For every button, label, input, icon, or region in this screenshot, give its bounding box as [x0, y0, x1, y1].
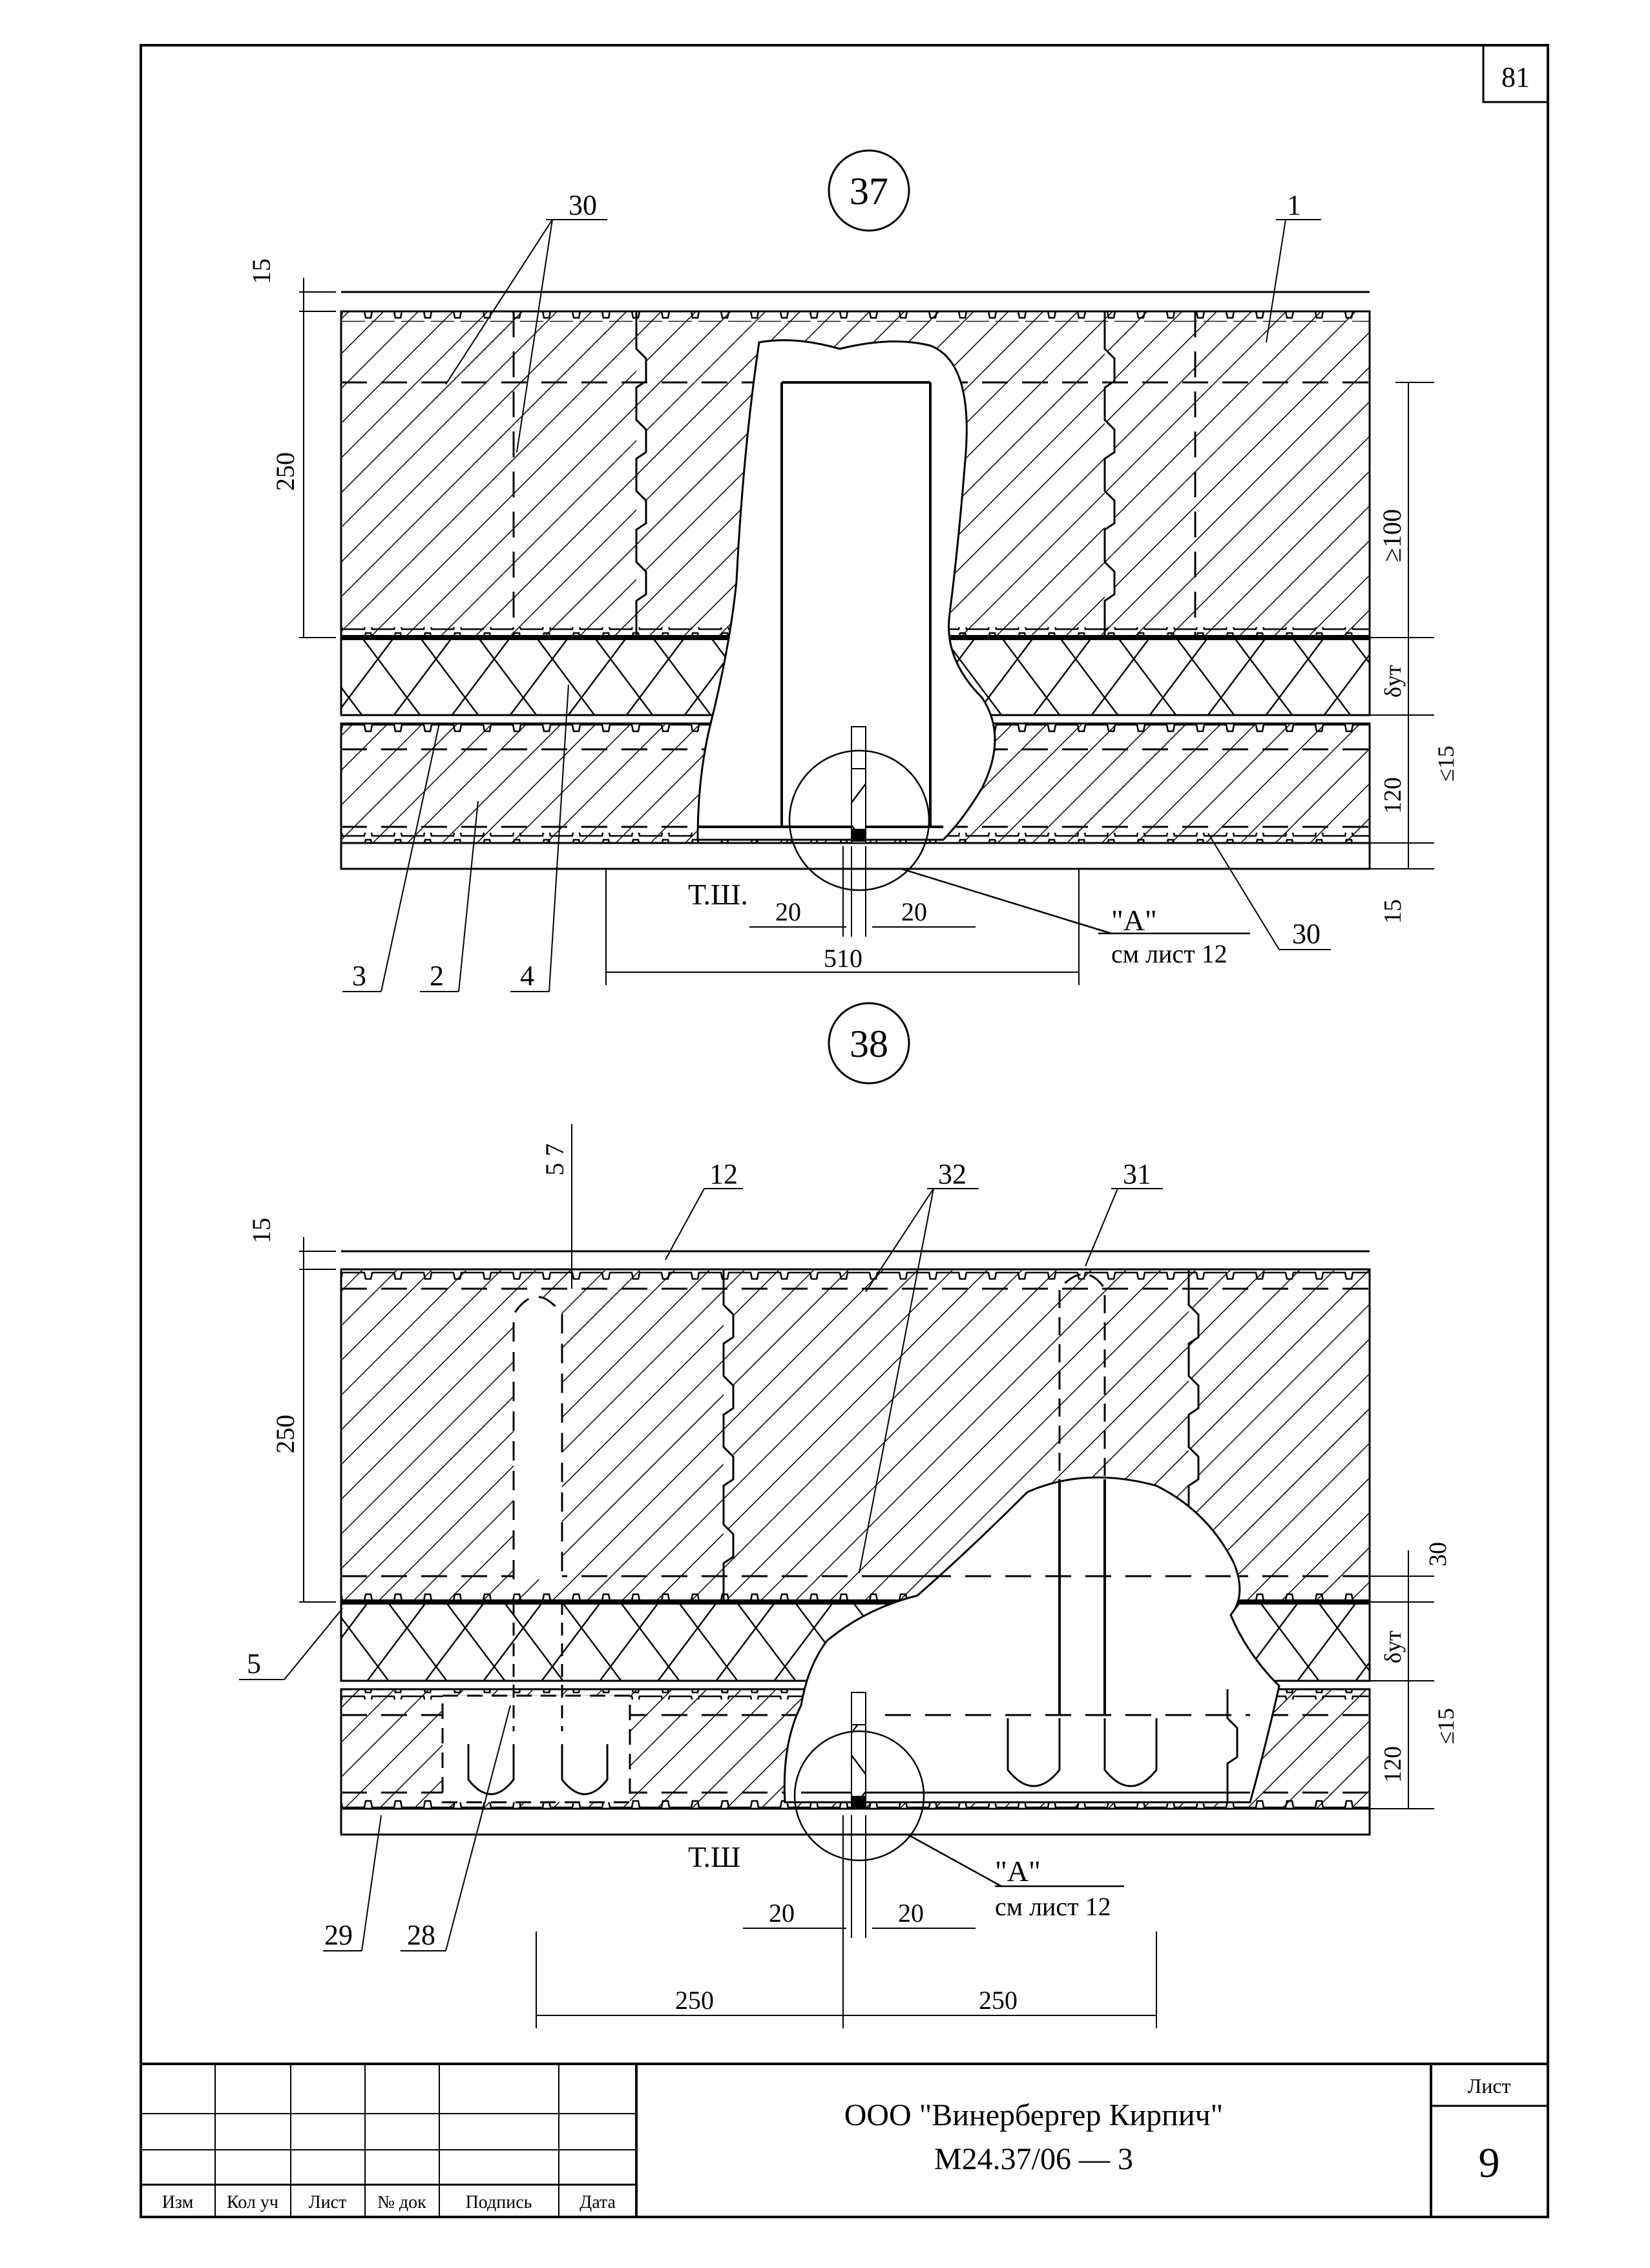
label-38-pos-5: 5 [247, 1648, 261, 1680]
detail-38: 38 [239, 1002, 1459, 2028]
label-38-pos-12: 12 [709, 1158, 738, 1190]
joint-label-38: Т.Ш [688, 1840, 740, 1873]
tb-col-n-dok: № док [377, 2192, 426, 2212]
dim-38-h-120: 120 [1379, 1746, 1406, 1783]
tb-col-list: Лист [309, 2192, 347, 2212]
dim-38-gap-left-20: 20 [769, 1899, 795, 1928]
label-37-pos-2: 2 [430, 960, 444, 992]
label-38-pos-28: 28 [407, 1919, 435, 1951]
label-37-pos-1: 1 [1287, 189, 1301, 221]
label-37-pos-30-bottom: 30 [1292, 918, 1321, 950]
callout-37-ref: см лист 12 [1111, 939, 1227, 968]
label-38-pos-32: 32 [938, 1158, 966, 1190]
dim-37-ge-100: ≥100 [1377, 509, 1406, 562]
tb-col-izm: Изм [162, 2192, 194, 2212]
title-block [141, 2063, 1548, 2217]
dim-37-height-250: 250 [271, 452, 300, 491]
label-38-pos-29: 29 [324, 1919, 353, 1951]
tb-company: ООО "Винербергер Кирпич" [844, 2098, 1224, 2132]
dim-37-le-15: ≤15 [1433, 745, 1459, 782]
detail-37-marker: 37 [850, 170, 888, 213]
dim-37-gap-right-20: 20 [901, 897, 927, 926]
dim-37-h-120: 120 [1379, 777, 1406, 814]
dim-38-gap-right-20: 20 [898, 1899, 924, 1928]
callout-circle-a-38 [793, 1730, 925, 1862]
dim-38-le-15: ≤15 [1433, 1708, 1459, 1744]
dim-38-width-right-250: 250 [979, 1986, 1018, 2015]
callout-37-name: "A" [1111, 904, 1157, 937]
detail-37: 37 [247, 149, 1459, 992]
label-37-pos-3: 3 [352, 960, 366, 992]
label-38-pos-5-7: 5 7 [540, 1143, 569, 1176]
dim-37-gap-left-20: 20 [775, 897, 801, 926]
dim-38-delta: δут [1380, 1630, 1406, 1663]
dim-37-bottom-15: 15 [1379, 899, 1406, 924]
dim-37-width-510: 510 [824, 944, 862, 973]
tb-col-podpis: Подпись [466, 2192, 532, 2212]
tb-col-kol-uch: Кол уч [227, 2192, 278, 2212]
joint-label-37: Т.Ш. [688, 878, 748, 911]
label-38-pos-31: 31 [1123, 1158, 1151, 1190]
tb-sheet-number: 9 [1479, 2139, 1500, 2187]
dim-37-delta: δут [1380, 665, 1406, 698]
callout-38-name: "A" [995, 1855, 1041, 1888]
tb-col-data: Дата [580, 2192, 616, 2212]
label-37-pos-4: 4 [520, 960, 534, 992]
tb-code: М24.37/06 — 3 [934, 2142, 1133, 2176]
callout-circle-a [788, 749, 930, 891]
dim-38-height-250: 250 [271, 1415, 300, 1453]
dim-37-top-15: 15 [247, 258, 276, 284]
dim-38-width-left-250: 250 [675, 1986, 714, 2015]
dim-38-top-15: 15 [247, 1218, 276, 1243]
label-37-pos-30-top: 30 [569, 189, 597, 221]
page-number: 81 [1501, 61, 1530, 93]
tb-sheet-label: Лист [1467, 2074, 1510, 2097]
detail-38-marker: 38 [850, 1023, 888, 1065]
dim-38-30: 30 [1425, 1542, 1452, 1566]
sheet-frame [140, 44, 1549, 2218]
callout-38-ref: см лист 12 [995, 1892, 1111, 1921]
